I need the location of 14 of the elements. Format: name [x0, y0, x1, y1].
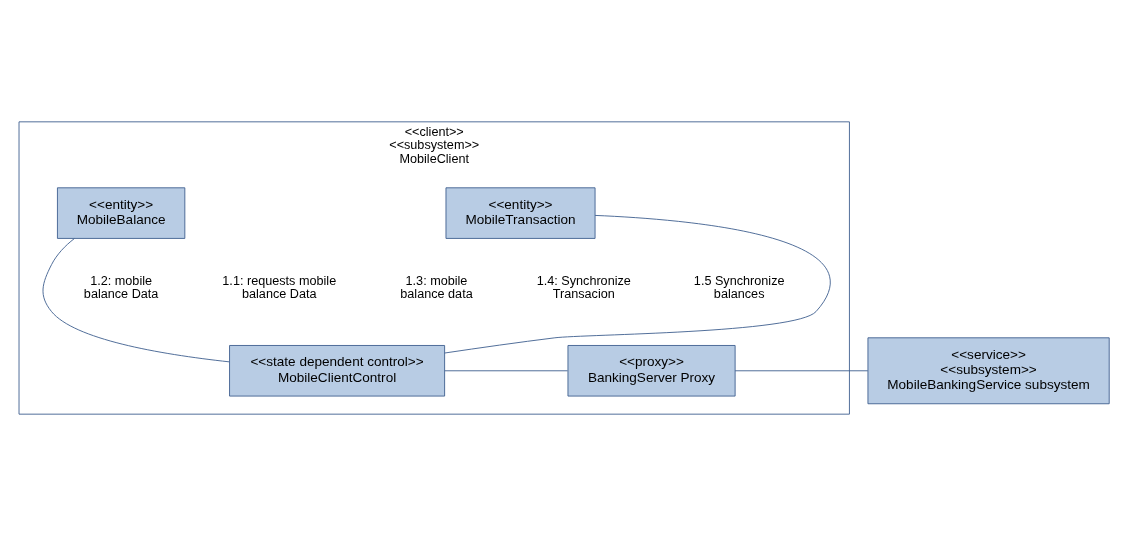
node-box: <<proxy>> BankingServer Proxy [567, 345, 736, 397]
label: 1.5 Synchronize balances [693, 273, 785, 302]
node-box: <<entity>> MobileBalance [56, 187, 186, 239]
connector [444, 214, 831, 354]
label: 1.3: mobile balance data [400, 273, 473, 302]
node-box: <<entity>> MobileTransaction [445, 187, 596, 239]
label: 1.1: requests mobile balance Data [222, 273, 337, 302]
connector [444, 370, 569, 372]
label: 1.4: Synchronize Transacion [536, 273, 631, 302]
label: 1.2: mobile balance Data [83, 273, 159, 302]
connector [734, 370, 869, 372]
node-box: <<service>> <<subsystem>> MobileBankingService subsystem [867, 337, 1110, 405]
node-box: <<state dependent control>> MobileClientControl [229, 345, 446, 397]
connector [42, 238, 230, 363]
